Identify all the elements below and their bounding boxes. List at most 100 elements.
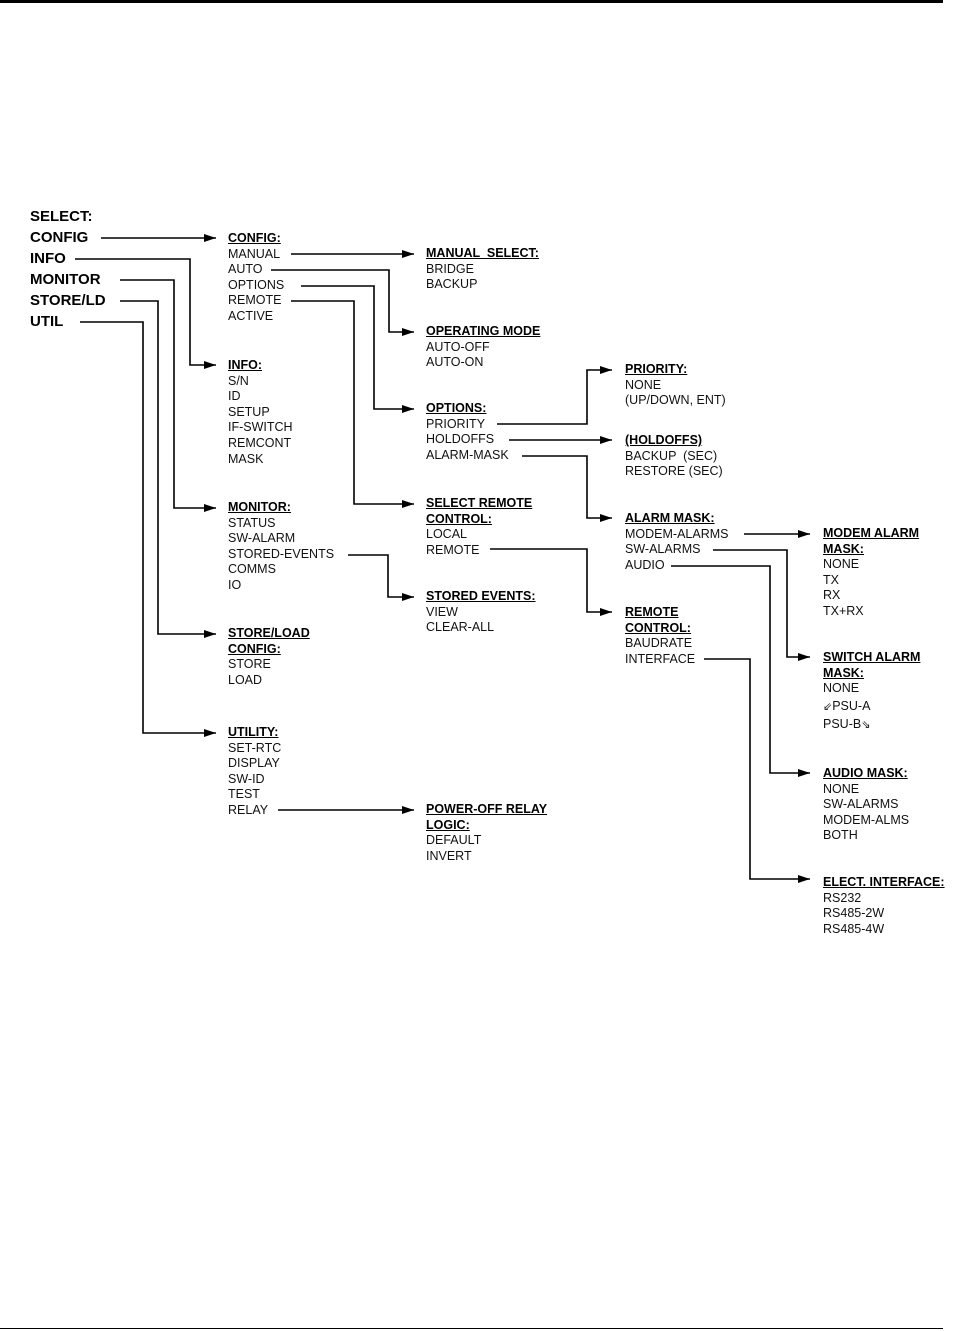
- select-remote-header-line2: CONTROL:: [426, 511, 492, 526]
- modem-alarm-mask-item-tx-rx[interactable]: TX+RX: [823, 603, 864, 618]
- audio-mask-item-modem-alms[interactable]: MODEM-ALMS: [823, 812, 910, 827]
- audio-mask-header: AUDIO MASK:: [823, 766, 908, 780]
- remote-control-menu: REMOTE CONTROL: BAUDRATE INTERFACE: [625, 605, 695, 667]
- operating-mode-item-auto-on[interactable]: AUTO-ON: [426, 355, 484, 370]
- utility-item-relay[interactable]: RELAY: [228, 802, 269, 817]
- operating-mode-menu: OPERATING MODE AUTO-OFF AUTO-ON: [426, 324, 540, 371]
- holdoffs-item-backup[interactable]: BACKUP (SEC): [625, 448, 718, 463]
- operating-mode-item-auto-off[interactable]: AUTO-OFF: [426, 339, 490, 354]
- info-item-if-switch[interactable]: IF-SWITCH: [228, 420, 293, 435]
- options-item-holdoffs[interactable]: HOLDOFFS: [426, 432, 495, 447]
- info-menu: INFO: S/N ID SETUP IF-SWITCH REMCONT MAS…: [228, 358, 293, 467]
- switch-alarm-mask-item-psu-b[interactable]: PSU-B⇘: [823, 717, 920, 733]
- stored-events-header: STORED EVENTS:: [426, 589, 536, 603]
- arrow-down-left-icon: ⇙: [823, 699, 833, 713]
- modem-alarm-mask-menu: MODEM ALARM MASK: NONE TX RX TX+RX: [823, 526, 919, 620]
- utility-item-sw-id[interactable]: SW-ID: [228, 771, 265, 786]
- modem-alarm-mask-item-none[interactable]: NONE: [823, 557, 860, 572]
- elect-interface-menu: ELECT. INTERFACE: RS232 RS485-2W RS485-4…: [823, 875, 945, 937]
- utility-header: UTILITY:: [228, 725, 279, 739]
- utility-item-set-rtc[interactable]: SET-RTC: [228, 740, 282, 755]
- options-item-alarm-mask[interactable]: ALARM-MASK: [426, 447, 509, 462]
- alarm-mask-item-audio[interactable]: AUDIO: [625, 557, 665, 572]
- monitor-item-status[interactable]: STATUS: [228, 515, 276, 530]
- options-item-priority[interactable]: PRIORITY: [426, 416, 486, 431]
- switch-alarm-mask-item-psu-a[interactable]: ⇙PSU-A: [823, 699, 920, 715]
- storeload-menu: STORE/LOAD CONFIG: STORE LOAD: [228, 626, 310, 688]
- power-off-relay-item-invert[interactable]: INVERT: [426, 848, 472, 863]
- wire-storeload: [120, 300, 216, 638]
- elect-interface-item-rs485-2w[interactable]: RS485-2W: [823, 906, 885, 921]
- priority-header: PRIORITY:: [625, 362, 688, 376]
- root-item-monitor[interactable]: MONITOR: [30, 271, 101, 288]
- stored-events-item-view[interactable]: VIEW: [426, 604, 458, 619]
- config-item-auto[interactable]: AUTO: [228, 262, 263, 277]
- monitor-item-sw-alarm[interactable]: SW-ALARM: [228, 531, 296, 546]
- utility-item-display[interactable]: DISPLAY: [228, 756, 280, 771]
- arrow-down-right-icon: ⇘: [861, 718, 871, 732]
- monitor-item-stored-events[interactable]: STORED-EVENTS: [228, 546, 335, 561]
- remote-control-header-line2: CONTROL:: [625, 620, 691, 635]
- audio-mask-item-both[interactable]: BOTH: [823, 828, 858, 843]
- holdoffs-header: (HOLDOFFS): [625, 433, 703, 447]
- manual-select-item-backup[interactable]: BACKUP: [426, 277, 478, 292]
- switch-alarm-mask-menu: SWITCH ALARM MASK: NONE ⇙PSU-A PSU-B⇘: [823, 650, 920, 733]
- storeload-header-line2: CONFIG:: [228, 641, 281, 656]
- power-off-relay-header-line2: LOGIC:: [426, 817, 470, 832]
- remote-control-item-interface[interactable]: INTERFACE: [625, 651, 696, 666]
- root-item-store-ld[interactable]: STORE/LD: [30, 292, 106, 309]
- power-off-relay-item-default[interactable]: DEFAULT: [426, 833, 482, 848]
- wire-options: [301, 285, 414, 413]
- select-remote-header-line1: SELECT REMOTE: [426, 496, 533, 510]
- select-remote-item-remote[interactable]: REMOTE: [426, 542, 480, 557]
- config-item-options[interactable]: OPTIONS: [228, 277, 285, 292]
- root-title: SELECT:: [30, 208, 93, 225]
- monitor-item-io[interactable]: IO: [228, 577, 242, 592]
- power-off-relay-header-line1: POWER-OFF RELAY: [426, 802, 548, 816]
- storeload-item-store[interactable]: STORE: [228, 657, 271, 672]
- audio-mask-menu: AUDIO MASK: NONE SW-ALARMS MODEM-ALMS BO…: [823, 766, 909, 844]
- utility-item-test[interactable]: TEST: [228, 787, 260, 802]
- modem-alarm-mask-item-rx[interactable]: RX: [823, 588, 841, 603]
- config-item-remote[interactable]: REMOTE: [228, 293, 282, 308]
- wire-priority: [497, 366, 612, 425]
- monitor-item-comms[interactable]: COMMS: [228, 562, 276, 577]
- elect-interface-header: ELECT. INTERFACE:: [823, 875, 945, 889]
- manual-select-menu: MANUAL SELECT: BRIDGE BACKUP: [426, 246, 539, 293]
- config-item-manual[interactable]: MANUAL: [228, 246, 281, 261]
- holdoffs-item-restore[interactable]: RESTORE (SEC): [625, 464, 723, 479]
- modem-alarm-mask-item-tx[interactable]: TX: [823, 572, 839, 587]
- info-item-mask[interactable]: MASK: [228, 451, 264, 466]
- root-item-util[interactable]: UTIL: [30, 313, 64, 330]
- info-item-id[interactable]: ID: [228, 389, 241, 404]
- monitor-menu: MONITOR: STATUS SW-ALARM STORED-EVENTS C…: [228, 500, 334, 594]
- options-header: OPTIONS:: [426, 401, 487, 415]
- power-off-relay-menu: POWER-OFF RELAY LOGIC: DEFAULT INVERT: [426, 802, 547, 864]
- config-item-active[interactable]: ACTIVE: [228, 308, 274, 323]
- elect-interface-item-rs232[interactable]: RS232: [823, 890, 862, 905]
- switch-alarm-mask-header-line1: SWITCH ALARM: [823, 650, 921, 664]
- alarm-mask-item-sw-alarms[interactable]: SW-ALARMS: [625, 542, 701, 557]
- manual-select-item-bridge[interactable]: BRIDGE: [426, 261, 474, 276]
- info-item-sn[interactable]: S/N: [228, 373, 249, 388]
- audio-mask-item-none[interactable]: NONE: [823, 781, 860, 796]
- psu-b-label: PSU-B: [823, 717, 862, 732]
- root-menu: SELECT: CONFIG INFO MONITOR STORE/LD UTI…: [30, 206, 106, 332]
- switch-alarm-mask-item-none[interactable]: NONE: [823, 681, 860, 696]
- elect-interface-item-rs485-4w[interactable]: RS485-4W: [823, 921, 885, 936]
- info-item-setup[interactable]: SETUP: [228, 404, 270, 419]
- storeload-item-load[interactable]: LOAD: [228, 672, 263, 687]
- priority-item-up-down-ent[interactable]: (UP/DOWN, ENT): [625, 393, 726, 408]
- select-remote-item-local[interactable]: LOCAL: [426, 527, 467, 542]
- info-item-remcont[interactable]: REMCONT: [228, 435, 292, 450]
- audio-mask-item-sw-alarms[interactable]: SW-ALARMS: [823, 797, 899, 812]
- priority-item-none[interactable]: NONE: [625, 377, 662, 392]
- root-item-info[interactable]: INFO: [30, 250, 66, 267]
- wire-stored-events: [348, 554, 414, 601]
- stored-events-item-clear-all[interactable]: CLEAR-ALL: [426, 620, 495, 635]
- alarm-mask-item-modem-alarms[interactable]: MODEM-ALARMS: [625, 526, 729, 541]
- remote-control-item-baudrate[interactable]: BAUDRATE: [625, 636, 693, 651]
- select-remote-menu: SELECT REMOTE CONTROL: LOCAL REMOTE: [426, 496, 532, 558]
- root-item-config[interactable]: CONFIG: [30, 229, 89, 246]
- wire-interface: [704, 658, 810, 883]
